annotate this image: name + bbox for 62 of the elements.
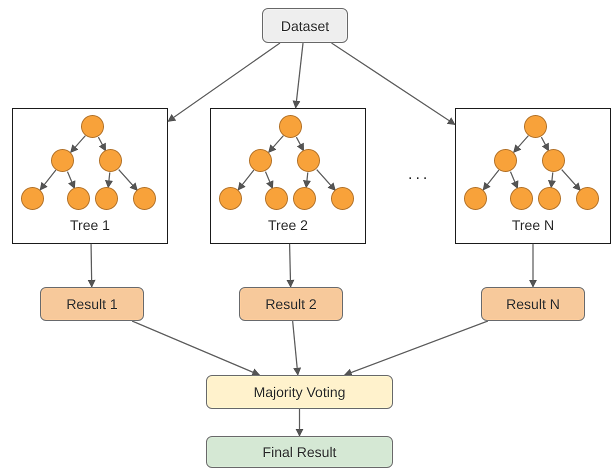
tree-node-circle (279, 115, 302, 138)
arrow (264, 171, 274, 190)
result-box: Result 2 (239, 287, 343, 321)
arrow (510, 171, 518, 190)
arrow (292, 42, 304, 109)
tree-node-circle (249, 149, 272, 172)
arrow (316, 169, 336, 192)
arrow (88, 244, 96, 288)
arrow (286, 244, 294, 288)
tree-node-circle (67, 187, 90, 210)
arrow (268, 135, 284, 153)
arrow (296, 409, 304, 437)
tree-node-circle (494, 149, 517, 172)
tree-node-circle (21, 187, 44, 210)
tree-node-circle (219, 187, 242, 210)
tree-panel (455, 108, 611, 244)
tree-node-circle (99, 149, 122, 172)
arrow (104, 172, 113, 188)
tree-node-circle (331, 187, 354, 210)
tree-node-circle (510, 187, 533, 210)
arrow (98, 136, 106, 152)
tree-node-circle (524, 115, 547, 138)
arrow (561, 169, 581, 192)
tree-node-circle (542, 149, 565, 172)
arrow (513, 135, 529, 153)
ellipsis-label: ... (408, 166, 430, 184)
tree-node-circle (265, 187, 288, 210)
arrow (548, 172, 556, 188)
tree-node-circle (293, 187, 316, 210)
arrow (118, 169, 138, 192)
result-box: Result 1 (40, 287, 144, 321)
arrow (296, 136, 304, 152)
result-box: Final Result (206, 436, 393, 468)
arrow (238, 170, 254, 191)
tree-panel (12, 108, 168, 244)
arrow (132, 320, 260, 376)
tree-panel (210, 108, 366, 244)
arrow (66, 171, 76, 190)
tree-node-circle (81, 115, 104, 138)
tree-node-circle (538, 187, 561, 210)
tree-label: Tree 1 (69, 217, 111, 233)
arrow (40, 170, 56, 191)
tree-label: Tree N (510, 217, 556, 233)
tree-node-circle (576, 187, 599, 210)
tree-node-circle (51, 149, 74, 172)
arrow (70, 135, 86, 153)
arrow (540, 136, 550, 152)
arrow (167, 42, 280, 122)
tree-node-circle (464, 187, 487, 210)
tree-label: Tree 2 (267, 217, 309, 233)
voting-box: Majority Voting (206, 375, 393, 409)
result-box: Result N (481, 287, 585, 321)
arrow (302, 172, 311, 188)
tree-node-circle (95, 187, 118, 210)
data-box: Dataset (262, 8, 348, 43)
tree-node-circle (297, 149, 320, 172)
arrow (482, 170, 500, 191)
arrow (292, 320, 302, 376)
arrow (529, 244, 537, 288)
arrow (331, 42, 456, 126)
tree-node-circle (133, 187, 156, 210)
arrow (344, 320, 488, 376)
